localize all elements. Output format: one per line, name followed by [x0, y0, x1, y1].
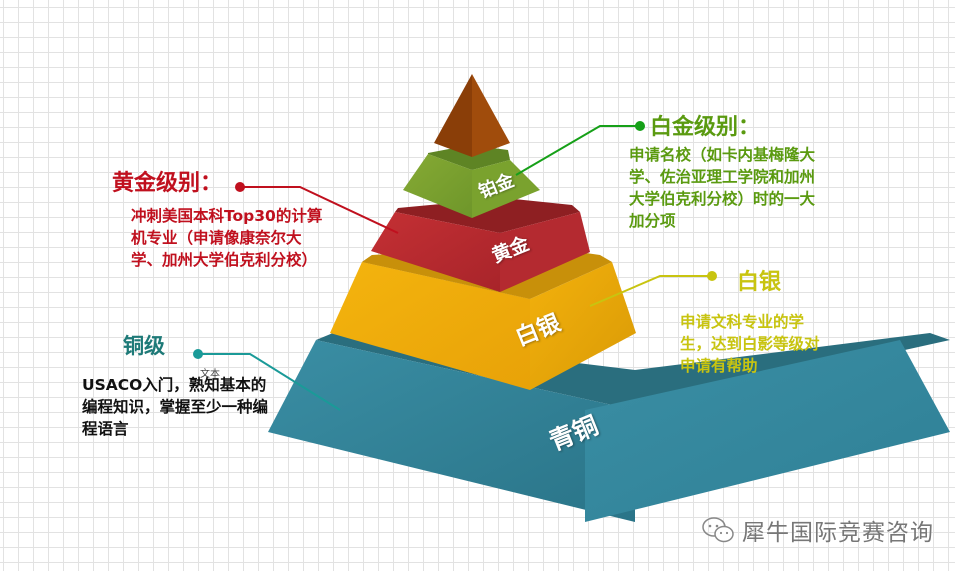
pyramid-level-bronze — [268, 333, 950, 522]
placeholder-text: 文本 — [200, 369, 220, 380]
watermark: 犀牛国际竞赛咨询 — [700, 513, 934, 547]
silver-callout-description: 申请文科专业的学生，达到白影等级对申请有帮助 — [680, 313, 820, 375]
watermark-text: 犀牛国际竞赛咨询 — [742, 520, 934, 546]
platinum-callout-description: 申请名校（如卡内基梅隆大学、佐治亚理工学院和加州大学伯克利分校）时的一大加分项 — [629, 146, 816, 230]
pyramid-level-platinum — [403, 145, 540, 218]
silver-callout-title: 白银 — [737, 270, 782, 295]
bronze-callout-description: USACO入门，熟知基本的编程知识，掌握至少一种编程语言 — [82, 376, 269, 438]
bronze-callout-title: 铜级 — [123, 334, 165, 358]
platinum-callout-title: 白金级别： — [650, 115, 761, 140]
pyramid-level-apex — [434, 74, 510, 157]
gold-callout-description: 冲刺美国本科Top30的计算机专业（申请像康奈尔大学、加州大学伯克利分校） — [131, 207, 323, 269]
wechat-icon — [702, 517, 734, 543]
connector-lines — [193, 121, 717, 411]
gold-callout-title: 黄金级别： — [112, 171, 223, 196]
pyramid-level-gold — [371, 198, 590, 292]
